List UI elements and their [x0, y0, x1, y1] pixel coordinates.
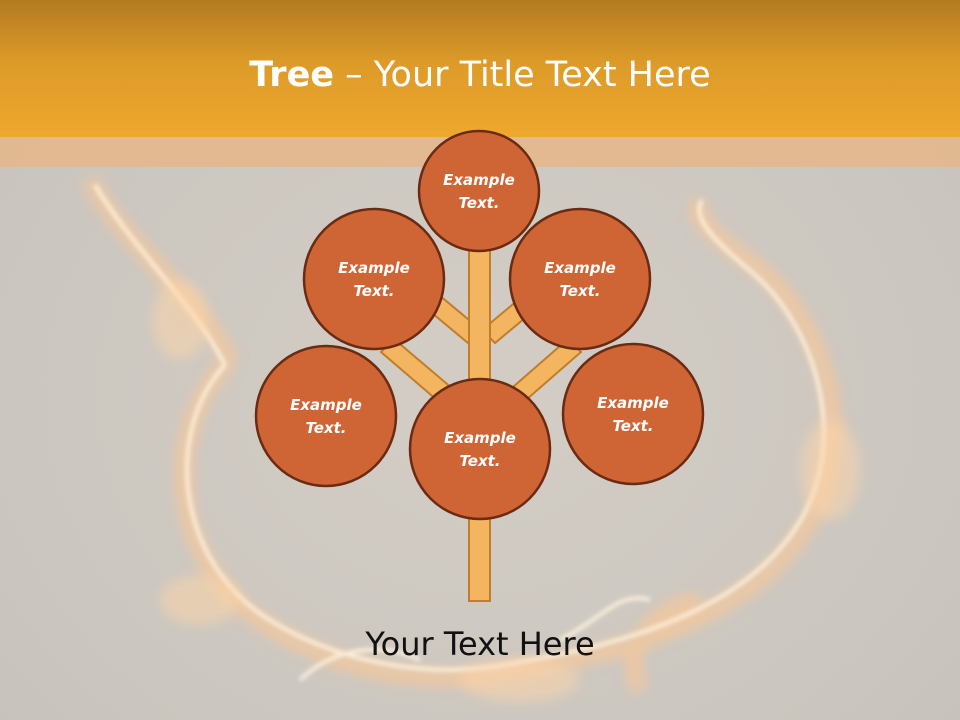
- node-label-line2: Text.: [559, 282, 600, 300]
- node-label-line2: Text.: [458, 194, 499, 212]
- slide-title: Tree – Your Title Text Here: [0, 52, 960, 98]
- title-rest: – Your Title Text Here: [334, 55, 711, 95]
- node-label-line1: Example: [338, 259, 410, 277]
- tree-node: Example Text.: [508, 207, 652, 351]
- title-bar: [0, 0, 960, 137]
- tree-node: Example Text.: [302, 207, 446, 351]
- node-label-line2: Text.: [353, 282, 394, 300]
- tree-node: Example Text.: [408, 377, 552, 521]
- node-label-line2: Text.: [459, 452, 500, 470]
- tree-node: Example Text.: [254, 344, 398, 488]
- node-label-line1: Example: [544, 259, 616, 277]
- tree-node: Example Text.: [417, 129, 541, 253]
- node-label-line1: Example: [597, 394, 669, 412]
- tree-node: Example Text.: [561, 342, 705, 486]
- node-label-line2: Text.: [612, 417, 653, 435]
- footer-text: Your Text Here: [365, 625, 595, 663]
- node-label-line2: Text.: [305, 419, 346, 437]
- title-bold: Tree: [249, 55, 335, 95]
- node-label-line1: Example: [443, 171, 515, 189]
- node-label-line1: Example: [444, 429, 516, 447]
- node-label-line1: Example: [290, 396, 362, 414]
